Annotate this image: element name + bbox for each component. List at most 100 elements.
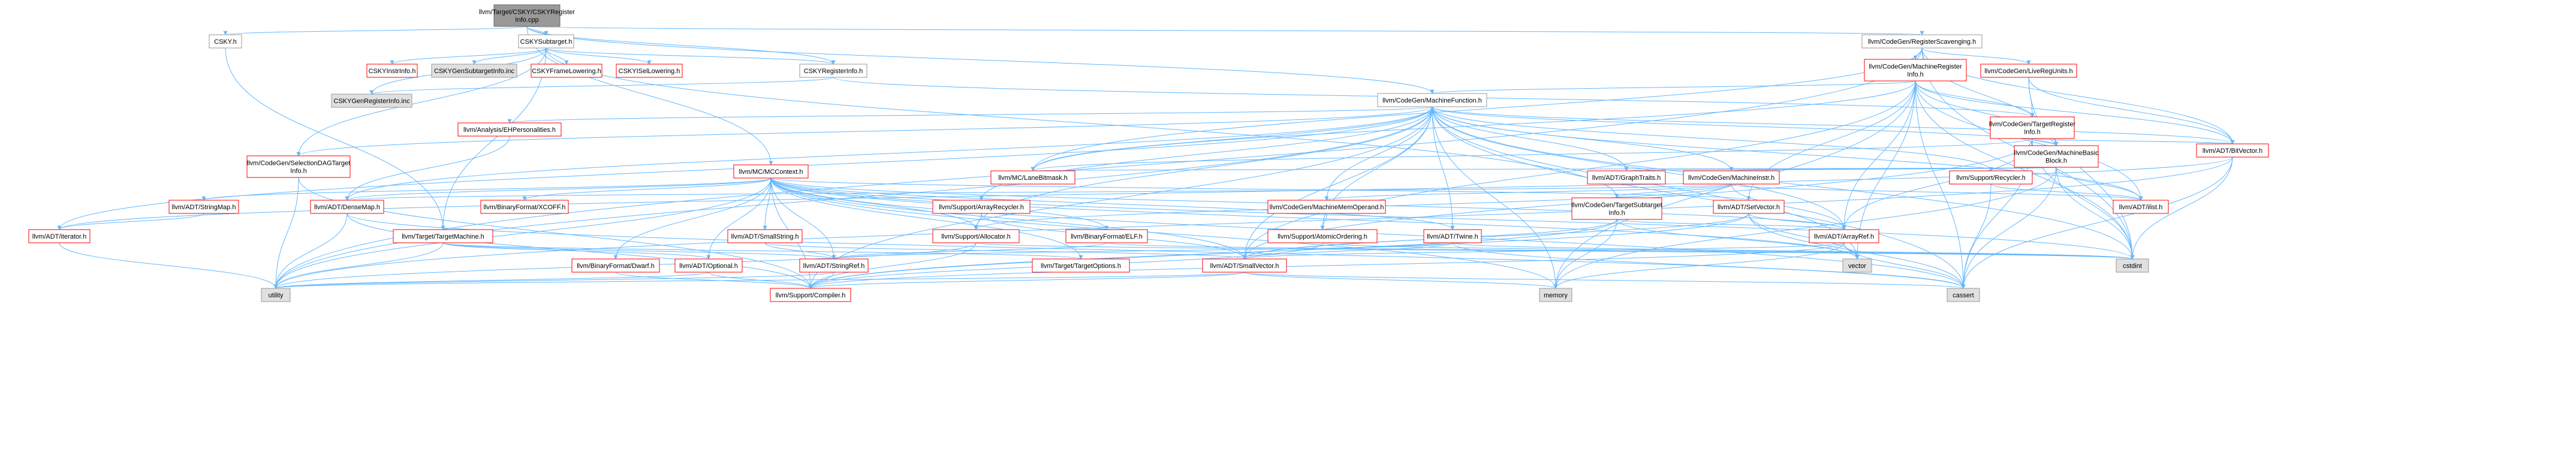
node-label: llvm/Target/TargetOptions.h — [1041, 263, 1121, 270]
node-vector[interactable]: vector — [1842, 258, 1872, 273]
node-utility[interactable]: utility — [261, 288, 291, 302]
node-cskygenreg[interactable]: CSKYGenRegisterInfo.inc — [331, 94, 412, 108]
include-edge-cskysub-to-tsubinfo — [546, 47, 1619, 198]
node-label: llvm/BinaryFormat/ELF.h — [1071, 233, 1143, 240]
include-edge-elf-to-stringref — [831, 242, 1107, 260]
node-label: llvm/MC/LaneBitmask.h — [998, 174, 1068, 182]
node-label: llvm/ADT/SmallString.h — [731, 233, 799, 240]
node-box — [393, 229, 493, 243]
node-label: llvm/Support/ArrayRecycler.h — [939, 204, 1024, 211]
node-graphtraits[interactable]: llvm/ADT/GraphTraits.h — [1587, 170, 1666, 185]
node-box — [733, 164, 809, 179]
include-edge-recycler-to-cassert — [1961, 183, 1991, 289]
node-box — [168, 200, 239, 214]
node-box — [616, 64, 683, 78]
node-cskyisel[interactable]: CSKYISelLowering.h — [616, 64, 683, 78]
node-cskygensub[interactable]: CSKYGenSubtargetInfo.inc — [431, 64, 517, 78]
node-box — [480, 200, 569, 214]
node-targetoptions[interactable]: llvm/Target/TargetOptions.h — [1032, 258, 1130, 273]
include-edge-seldag-to-compiler — [298, 177, 813, 289]
include-edge-smallvector-to-compiler — [808, 272, 1245, 289]
node-box — [727, 229, 803, 243]
node-box — [1990, 116, 2075, 139]
node-targetmachine[interactable]: llvm/Target/TargetMachine.h — [393, 229, 493, 243]
node-setvector[interactable]: llvm/ADT/SetVector.h — [1713, 200, 1785, 214]
node-label: llvm/BinaryFormat/Dwarf.h — [577, 263, 655, 270]
node-cskysub[interactable]: CSKYSubtarget.h — [518, 34, 574, 49]
node-recycler[interactable]: llvm/Support/Recycler.h — [1949, 170, 2033, 185]
include-edge-densemap-to-utility — [273, 213, 348, 289]
node-ehpers[interactable]: llvm/Analysis/EHPersonalities.h — [457, 122, 562, 137]
node-cstdint[interactable]: cstdint — [2116, 258, 2149, 273]
include-edge-liveregunits-to-bitvector — [2028, 77, 2235, 144]
include-edge-mfunc-to-recycler — [1432, 106, 1993, 171]
node-dwarf[interactable]: llvm/BinaryFormat/Dwarf.h — [571, 258, 660, 273]
node-label: llvm/CodeGen/TargetSubtarget — [1571, 202, 1662, 209]
include-edge-mfunc-to-mmoperand — [1324, 106, 1433, 201]
node-ilist[interactable]: llvm/ADT/ilist.h — [2113, 200, 2169, 214]
node-memory[interactable]: memory — [1539, 288, 1572, 302]
node-label: Info.h — [2024, 129, 2041, 136]
node-box — [1713, 200, 1785, 214]
node-box — [932, 200, 1031, 214]
node-label: cstdint — [2123, 263, 2142, 270]
node-label: llvm/ADT/BitVector.h — [2203, 147, 2262, 155]
node-label: llvm/ADT/SmallVector.h — [1210, 263, 1279, 270]
node-box — [1423, 229, 1482, 243]
node-elf[interactable]: llvm/BinaryFormat/ELF.h — [1065, 229, 1148, 243]
node-label: CSKYRegisterInfo.h — [804, 68, 863, 75]
node-mfunc[interactable]: llvm/CodeGen/MachineFunction.h — [1377, 93, 1487, 107]
node-optional[interactable]: llvm/ADT/Optional.h — [674, 258, 743, 273]
node-minstr[interactable]: llvm/CodeGen/MachineInstr.h — [1683, 170, 1780, 185]
include-edge-mreginfo-to-smallvector — [1242, 80, 1916, 260]
node-label: llvm/ADT/ilist.h — [2119, 204, 2163, 211]
node-xcoff[interactable]: llvm/BinaryFormat/XCOFF.h — [480, 200, 569, 214]
node-cassert[interactable]: cassert — [1947, 288, 1980, 302]
node-box — [799, 64, 867, 78]
include-edge-regscav-to-utility — [273, 47, 1923, 289]
node-stringmap[interactable]: llvm/ADT/StringMap.h — [168, 200, 239, 214]
node-smallvector[interactable]: llvm/ADT/SmallVector.h — [1202, 258, 1287, 273]
node-regscav[interactable]: llvm/CodeGen/RegisterScavenging.h — [1861, 34, 1983, 49]
node-allocator[interactable]: llvm/Support/Allocator.h — [932, 229, 1020, 243]
node-mccontext[interactable]: llvm/MC/MCContext.h — [733, 164, 809, 179]
include-edge-mfunc-to-memory — [1432, 106, 1558, 289]
node-cskyh[interactable]: CSKY.h — [209, 34, 242, 49]
node-iterator[interactable]: llvm/ADT/iterator.h — [28, 229, 91, 243]
node-cskyframe[interactable]: CSKYFrameLowering.h — [531, 64, 602, 78]
node-bitvector[interactable]: llvm/ADT/BitVector.h — [2196, 143, 2269, 158]
node-compiler[interactable]: llvm/Support/Compiler.h — [770, 288, 851, 302]
node-densemap[interactable]: llvm/ADT/DenseMap.h — [310, 200, 384, 214]
include-edge-minstr-to-ilist — [1731, 183, 2143, 201]
node-liveregunits[interactable]: llvm/CodeGen/LiveRegUnits.h — [1980, 64, 2077, 78]
include-edge-mreginfo-to-vector — [1855, 80, 1916, 260]
node-arrayref[interactable]: llvm/ADT/ArrayRef.h — [1809, 229, 1879, 243]
node-arrayrecycler[interactable]: llvm/Support/ArrayRecycler.h — [932, 200, 1031, 214]
node-atomicordering[interactable]: llvm/Support/AtomicOrdering.h — [1267, 229, 1378, 243]
node-box — [261, 288, 291, 302]
node-box — [28, 229, 91, 243]
node-mmoperand[interactable]: llvm/CodeGen/MachineMemOperand.h — [1267, 200, 1386, 214]
node-smallstring[interactable]: llvm/ADT/SmallString.h — [727, 229, 803, 243]
include-edge-targetmachine-to-optional — [442, 242, 711, 260]
include-edge-root-to-cskyh — [223, 26, 528, 35]
node-cskyinstr[interactable]: CSKYInstrInfo.h — [366, 64, 418, 78]
include-edge-twine-to-stringref — [831, 242, 1453, 260]
node-label: cassert — [1953, 292, 1974, 299]
node-cskyreginfo[interactable]: CSKYRegisterInfo.h — [799, 64, 867, 78]
node-box — [531, 64, 602, 78]
include-edge-cskysub-to-cskyframe — [546, 47, 569, 65]
node-stringref[interactable]: llvm/ADT/StringRef.h — [799, 258, 869, 273]
node-label: utility — [268, 292, 284, 299]
include-edge-mccontext-to-dwarf — [613, 177, 772, 260]
node-lanebitmask[interactable]: llvm/MC/LaneBitmask.h — [990, 170, 1075, 185]
include-edge-dwarf-to-compiler — [615, 272, 813, 289]
include-edge-mbb-to-lanebitmask — [1032, 166, 2057, 171]
include-edge-root-to-cskyreginfo — [526, 26, 836, 65]
node-twine[interactable]: llvm/ADT/Twine.h — [1423, 229, 1482, 243]
